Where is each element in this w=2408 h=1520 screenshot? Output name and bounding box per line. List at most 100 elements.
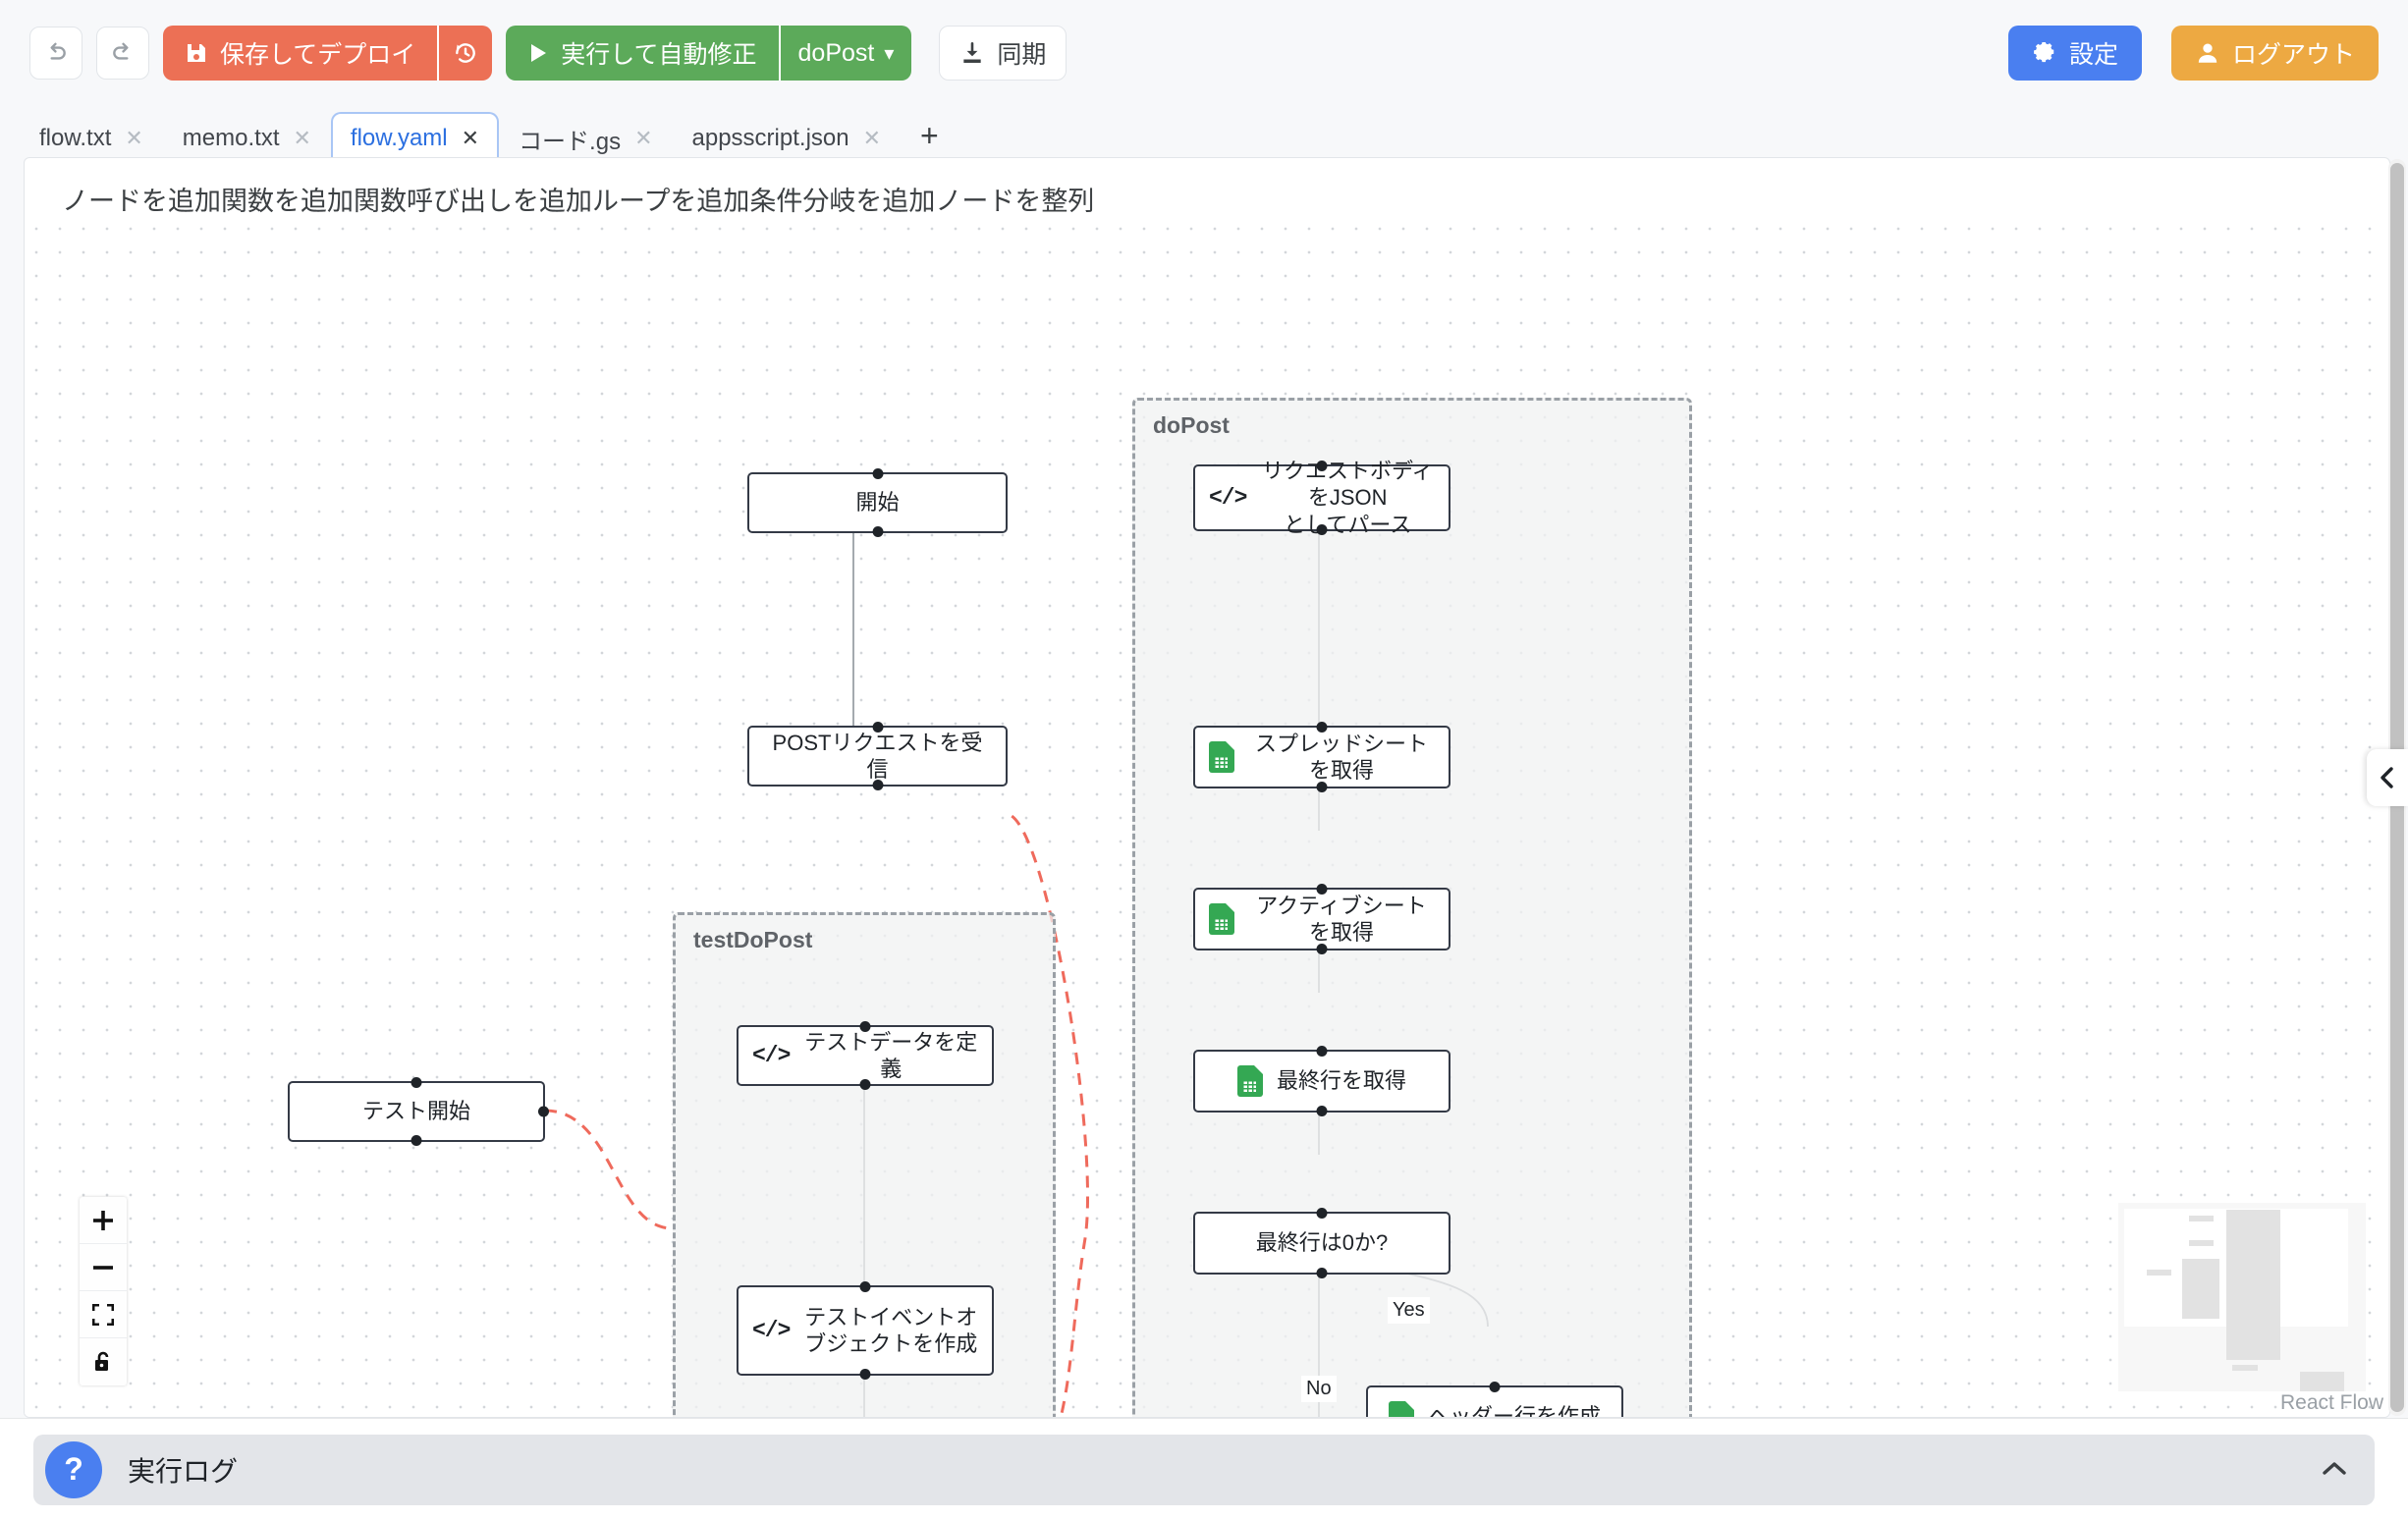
- node-label-line2: としてパース: [1284, 512, 1412, 537]
- code-icon: </>: [752, 1317, 791, 1343]
- node-handle-top[interactable]: [410, 1077, 422, 1088]
- minimap-node-group: [2226, 1210, 2280, 1360]
- group-label: testDoPost: [693, 927, 813, 952]
- side-panel-toggle-button[interactable]: [2367, 749, 2408, 806]
- redo-button[interactable]: [96, 27, 149, 80]
- collapse-log-button[interactable]: [2320, 1453, 2363, 1487]
- flow-minimap[interactable]: [2118, 1203, 2366, 1391]
- fit-view-button[interactable]: [80, 1291, 127, 1338]
- tab-flow-txt[interactable]: flow.txt ✕: [20, 112, 163, 163]
- node-handle-bottom[interactable]: [1316, 1106, 1328, 1116]
- node-test-start[interactable]: テスト開始: [288, 1077, 549, 1146]
- node-label: 開始: [855, 490, 900, 516]
- node-create-header-row[interactable]: ヘッダー行を作成: [1366, 1382, 1623, 1418]
- run-and-autofix-button[interactable]: 実行して自動修正: [506, 26, 779, 81]
- add-tab-button[interactable]: +: [920, 118, 939, 153]
- node-handle-top[interactable]: [1316, 884, 1328, 895]
- node-handle-top[interactable]: [859, 1281, 871, 1292]
- node-label: ヘッダー行を作成: [1427, 1404, 1601, 1418]
- history-icon: [456, 43, 476, 63]
- node-handle-bottom[interactable]: [1316, 1268, 1328, 1278]
- node-handle-top[interactable]: [1316, 1208, 1328, 1219]
- tab-code-gs[interactable]: コード.gs ✕: [499, 112, 672, 163]
- tab-close-icon[interactable]: ✕: [125, 126, 143, 150]
- tab-appsscript-json[interactable]: appsscript.json ✕: [673, 112, 902, 163]
- node-label-line1: リクエストボディをJSON: [1261, 458, 1434, 511]
- save-icon: [188, 44, 205, 62]
- node-handle-top[interactable]: [859, 1021, 871, 1032]
- zoom-in-button[interactable]: [80, 1197, 127, 1244]
- sync-button[interactable]: 同期: [939, 26, 1067, 81]
- node-get-active-sheet[interactable]: アクティブシートを取得: [1193, 884, 1450, 954]
- node-handle-bottom[interactable]: [872, 780, 883, 790]
- code-icon: </>: [1209, 484, 1247, 511]
- node-handle-top[interactable]: [1489, 1382, 1501, 1392]
- tab-memo-txt[interactable]: memo.txt ✕: [163, 112, 331, 163]
- node-receive-post[interactable]: POSTリクエストを受信: [747, 722, 1008, 790]
- execution-log-panel[interactable]: ? 実行ログ: [33, 1434, 2375, 1505]
- minimap-node: [2232, 1365, 2258, 1371]
- node-get-last-row[interactable]: 最終行を取得: [1193, 1046, 1450, 1116]
- node-handle-bottom[interactable]: [859, 1369, 871, 1380]
- react-flow-attribution: React Flow: [2279, 1391, 2383, 1414]
- function-select-button[interactable]: doPost ▾: [778, 26, 912, 81]
- spreadsheet-icon: [1209, 903, 1234, 935]
- chevron-up-icon: [2323, 1461, 2346, 1475]
- tab-close-icon[interactable]: ✕: [293, 126, 311, 150]
- group-label: doPost: [1153, 412, 1230, 438]
- save-and-deploy-button[interactable]: 保存してデプロイ: [163, 26, 438, 81]
- node-handle-top[interactable]: [1316, 722, 1328, 733]
- tab-label: コード.gs: [519, 128, 622, 155]
- deploy-button-group: 保存してデプロイ: [163, 26, 493, 81]
- tab-close-icon[interactable]: ✕: [634, 126, 653, 150]
- spreadsheet-icon: [1236, 1065, 1263, 1097]
- node-label: スプレッドシートを取得: [1254, 731, 1428, 784]
- tab-label: appsscript.json: [691, 125, 849, 151]
- node-get-spreadsheet[interactable]: スプレッドシートを取得: [1193, 722, 1450, 792]
- node-handle-bottom[interactable]: [872, 526, 883, 537]
- node-handle-top[interactable]: [1316, 1046, 1328, 1057]
- node-handle-right[interactable]: [538, 1106, 549, 1117]
- execution-log-bar: ? 実行ログ: [0, 1418, 2408, 1520]
- node-handle-bottom[interactable]: [410, 1135, 422, 1146]
- react-flow-pane[interactable]: testDoPost doPost 開始 POSTリクエストを受信 テスト開始 …: [25, 217, 2389, 1417]
- plus-icon: [93, 1210, 113, 1230]
- node-handle-top[interactable]: [872, 468, 883, 479]
- run-and-autofix-label: 実行して自動修正: [561, 41, 757, 69]
- tab-label: flow.yaml: [350, 125, 448, 151]
- node-label: 最終行は0か?: [1255, 1230, 1389, 1256]
- user-icon: [2198, 43, 2217, 63]
- revert-button[interactable]: [437, 26, 493, 81]
- node-handle-bottom[interactable]: [859, 1079, 871, 1090]
- node-handle-top[interactable]: [1316, 461, 1328, 471]
- node-start[interactable]: 開始: [747, 468, 1008, 537]
- node-handle-bottom[interactable]: [1316, 524, 1328, 535]
- fit-view-icon: [92, 1303, 114, 1326]
- logout-button[interactable]: ログアウト: [2170, 26, 2379, 81]
- chevron-down-icon: ▾: [884, 42, 895, 65]
- node-define-testdata[interactable]: </> テストデータを定義: [737, 1021, 994, 1090]
- node-parse-request-json[interactable]: </> リクエストボディをJSON としてパース: [1193, 459, 1450, 537]
- canvas-action-toolbar[interactable]: ノードを追加関数を追加関数呼び出しを追加ループを追加条件分岐を追加ノードを整列: [62, 187, 1095, 216]
- code-icon: </>: [752, 1042, 791, 1068]
- function-select-label: doPost: [797, 38, 875, 67]
- help-button[interactable]: ?: [45, 1440, 102, 1498]
- unlock-icon: [95, 1351, 109, 1371]
- node-is-last-row-zero[interactable]: 最終行は0か?: [1193, 1208, 1450, 1278]
- tab-close-icon[interactable]: ✕: [461, 126, 480, 150]
- tab-close-icon[interactable]: ✕: [862, 126, 882, 150]
- node-handle-bottom[interactable]: [1316, 944, 1328, 954]
- zoom-out-button[interactable]: [80, 1244, 127, 1291]
- settings-button[interactable]: 設定: [2007, 26, 2142, 81]
- file-tab-bar: flow.txt ✕ memo.txt ✕ flow.yaml ✕ コード.gs…: [0, 106, 2408, 163]
- node-create-test-event[interactable]: </> テストイベントオブジェクトを作成: [737, 1281, 994, 1380]
- lock-toggle-button[interactable]: [80, 1338, 127, 1385]
- undo-button[interactable]: [29, 27, 82, 80]
- minimap-node: [2189, 1216, 2214, 1221]
- logout-label: ログアウト: [2231, 41, 2355, 69]
- node-handle-bottom[interactable]: [1316, 782, 1328, 792]
- edge-teststart-to-group: [544, 1109, 674, 1230]
- tab-label: memo.txt: [182, 125, 280, 151]
- node-handle-top[interactable]: [872, 722, 883, 733]
- tab-flow-yaml[interactable]: flow.yaml ✕: [330, 112, 500, 163]
